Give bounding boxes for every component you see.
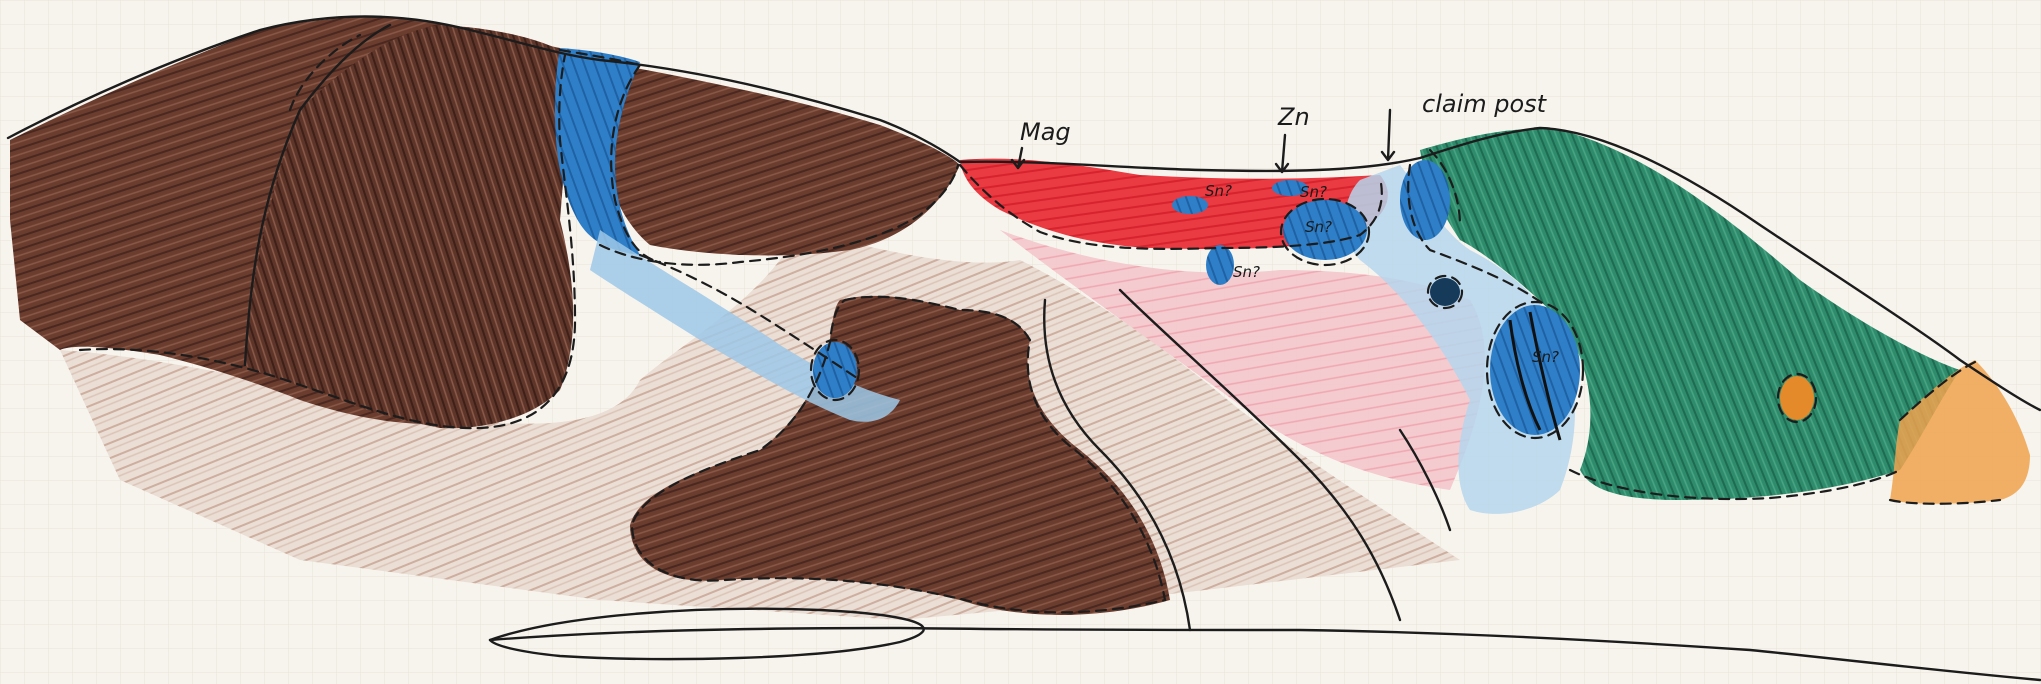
label-sn-5: Sn? bbox=[1532, 348, 1559, 366]
blue-pod-sn3 bbox=[1206, 245, 1234, 285]
label-sn-4: Sn? bbox=[1233, 263, 1260, 281]
blue-pod-center bbox=[813, 342, 857, 398]
label-sn-3: Sn? bbox=[1305, 218, 1332, 236]
label-sn-1: Sn? bbox=[1205, 182, 1232, 200]
label-sn-2: Sn? bbox=[1300, 183, 1327, 201]
label-claim-post: claim post bbox=[1422, 90, 1548, 118]
blue-pod-sn4 bbox=[1172, 196, 1208, 214]
label-zn: Zn bbox=[1277, 103, 1310, 131]
orange-pod bbox=[1780, 376, 1814, 420]
label-mag: Mag bbox=[1020, 118, 1071, 146]
dark-pod bbox=[1430, 278, 1460, 306]
blue-pod-right-upper bbox=[1400, 160, 1450, 240]
